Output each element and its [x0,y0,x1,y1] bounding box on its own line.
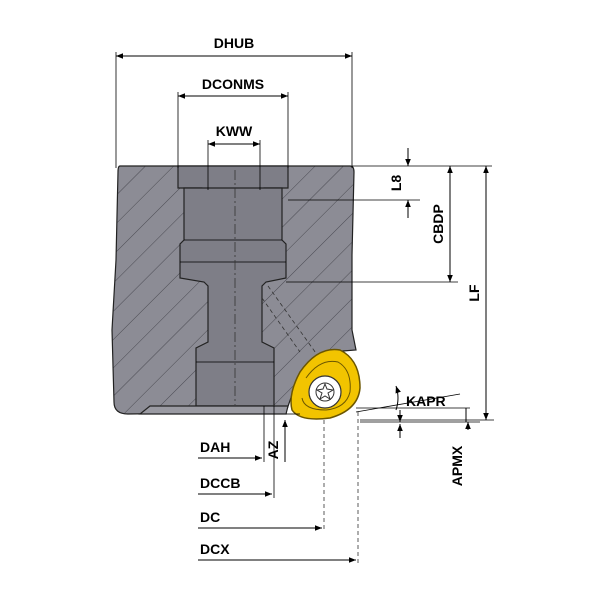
tool-body [111,165,357,415]
label-dcx: DCX [200,541,230,557]
label-dhub: DHUB [214,35,254,51]
dim-dc: DC [198,420,325,532]
label-dccb: DCCB [200,475,240,491]
dim-dah: DAH [198,406,265,462]
label-kapr: KAPR [406,393,446,409]
label-l8: L8 [388,175,404,192]
label-dc: DC [200,509,220,525]
label-dconms: DCONMS [202,76,264,92]
triangular-insert-icon [290,348,361,420]
dim-dhub: DHUB [115,35,353,168]
dim-dccb: DCCB [198,460,275,498]
dim-az: AZ [265,406,300,462]
dim-lf: LF [360,166,494,421]
label-az: AZ [265,440,281,459]
label-kww: KWW [216,123,253,139]
torx-screw-icon [308,375,342,409]
label-cbdp: CBDP [430,204,446,244]
label-apmx: APMX [449,445,465,486]
dim-kww: KWW [207,123,261,190]
label-lf: LF [466,284,482,302]
dim-l8: L8 [288,148,492,218]
dim-dcx: DCX [198,412,359,564]
label-dah: DAH [200,439,230,455]
dim-apmx: APMX [360,408,480,486]
dim-cbdp: CBDP [286,166,458,283]
dim-kapr: KAPR [355,385,470,413]
dim-dconms: DCONMS [177,76,289,168]
